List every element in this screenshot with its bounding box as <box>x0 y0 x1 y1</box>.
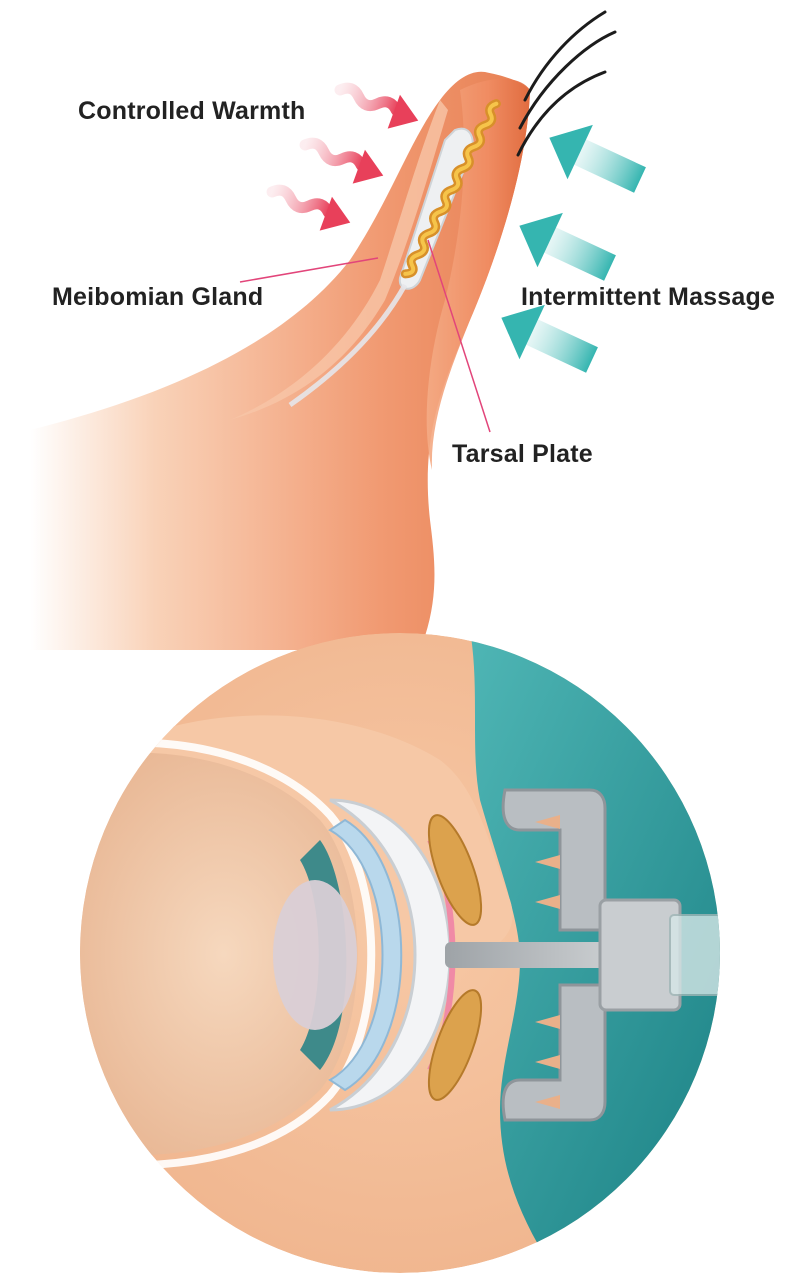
label-meibomian-gland: Meibomian Gland <box>52 283 264 311</box>
eyelid-cross-section <box>30 10 646 650</box>
pressure-arrows <box>535 815 560 1109</box>
straight-arrow-icon <box>549 124 646 193</box>
label-tarsal-plate: Tarsal Plate <box>452 440 593 468</box>
pressure-arrow-icon <box>535 855 560 869</box>
eyecup-upper <box>501 788 607 932</box>
eyelid-conjunctiva <box>230 100 448 420</box>
pressure-arrow-icon <box>535 1015 560 1029</box>
pressure-arrow-icon <box>535 1095 560 1109</box>
eyelid-front-layer <box>426 78 530 470</box>
massage-arrows <box>501 124 646 373</box>
cornea <box>328 818 403 1092</box>
wavy-arrow-icon <box>299 137 384 184</box>
device-connector <box>669 914 720 996</box>
gland-duct <box>288 283 408 408</box>
device-circle-view <box>80 633 720 1273</box>
meibomian-gland-upper <box>427 814 483 926</box>
pressure-arrow-icon <box>535 895 560 909</box>
wavy-arrow-icon <box>266 184 351 231</box>
lens <box>273 880 357 1030</box>
label-controlled-warmth: Controlled Warmth <box>78 97 306 125</box>
eyeball <box>80 752 358 1156</box>
warmth-arrows <box>266 82 419 231</box>
pressure-arrow-icon <box>535 1055 560 1069</box>
leader-line-tarsal <box>427 239 491 433</box>
label-intermittent-massage: Intermittent Massage <box>521 283 776 311</box>
meibomian-gland-core <box>403 101 499 276</box>
leader-line-gland <box>239 257 379 283</box>
eyelash-group <box>516 10 617 157</box>
pressure-arrow-icon <box>535 815 560 829</box>
eyecup-lower <box>501 983 607 1122</box>
eyelash <box>518 30 617 130</box>
straight-arrow-icon <box>519 212 616 281</box>
eyelash <box>523 10 607 102</box>
straight-arrow-icon <box>501 304 598 373</box>
device-housing <box>598 898 682 1012</box>
eyelash <box>516 70 607 157</box>
meibomian-gland-lower <box>427 989 483 1101</box>
sclera-outline <box>80 738 376 1170</box>
wavy-arrow-icon <box>334 82 419 129</box>
lid-warmer <box>329 798 452 1112</box>
